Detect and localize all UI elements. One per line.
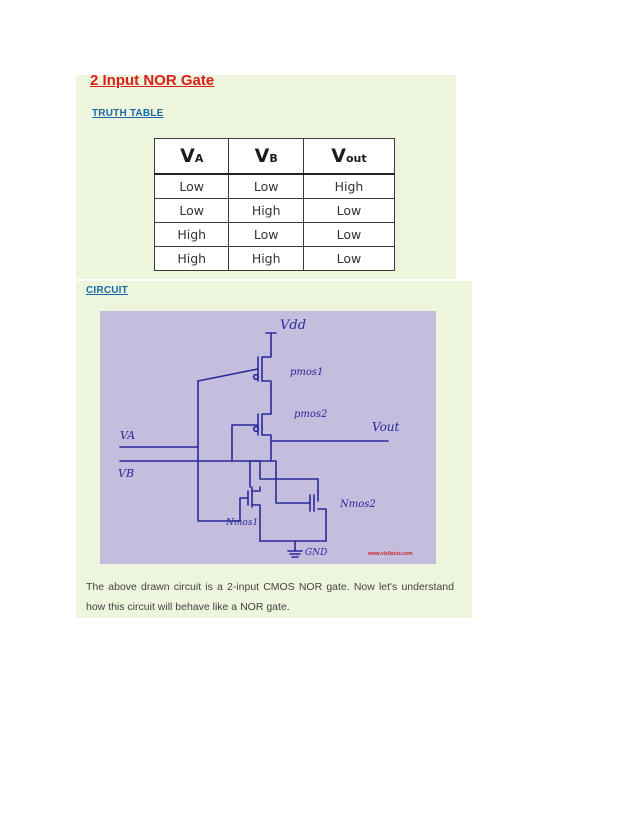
va-label: VA <box>120 429 135 442</box>
nmos1-label: Nmos1 <box>225 518 258 528</box>
nmos2-label: Nmos2 <box>339 499 376 510</box>
table-cell: Low <box>153 173 230 199</box>
watermark-text: www.vlsifacts.com <box>367 551 413 557</box>
header-vb: VB <box>228 138 304 175</box>
circuit-wires <box>119 332 389 558</box>
vdd-label: Vdd <box>280 318 306 333</box>
table-cell: Low <box>302 198 396 223</box>
description-paragraph: The above drawn circuit is a 2-input CMO… <box>86 581 454 613</box>
table-row: Low High Low <box>153 198 396 223</box>
table-row: High Low Low <box>153 222 396 247</box>
table-row: High High Low <box>153 246 396 271</box>
header-va: VA <box>153 138 230 175</box>
table-header-row: VA VB Vout <box>153 138 396 175</box>
circuit-diagram-photo: Vdd pmos1 pmos2 Vout VA VB Nmos1 Nmos2 G… <box>100 311 436 564</box>
table-cell: High <box>228 198 304 223</box>
table-cell: Low <box>302 246 396 271</box>
pmos2-label: pmos2 <box>294 409 327 420</box>
pmos1-label: pmos1 <box>290 367 323 378</box>
table-cell: High <box>302 173 396 199</box>
table-cell: Low <box>153 198 230 223</box>
truth-table: VA VB Vout Low Low High Low High Low Hig… <box>153 138 396 271</box>
table-row: Low Low High <box>153 173 396 199</box>
table-cell: Low <box>228 222 304 247</box>
circuit-labels: Vdd pmos1 pmos2 Vout VA VB Nmos1 Nmos2 G… <box>118 318 400 558</box>
vb-label: VB <box>118 467 134 480</box>
vout-label: Vout <box>372 420 400 434</box>
table-cell: High <box>153 246 230 271</box>
gnd-label: GND <box>305 548 327 558</box>
circuit-link[interactable]: CIRCUIT <box>86 285 128 296</box>
circuit-diagram: Vdd pmos1 pmos2 Vout VA VB Nmos1 Nmos2 G… <box>100 311 436 564</box>
page-title: 2 Input NOR Gate <box>90 72 215 89</box>
table-cell: High <box>228 246 304 271</box>
table-cell: Low <box>228 173 304 199</box>
header-vout: Vout <box>302 138 396 175</box>
table-cell: High <box>153 222 230 247</box>
truth-table-link[interactable]: TRUTH TABLE <box>92 108 164 119</box>
table-cell: Low <box>302 222 396 247</box>
